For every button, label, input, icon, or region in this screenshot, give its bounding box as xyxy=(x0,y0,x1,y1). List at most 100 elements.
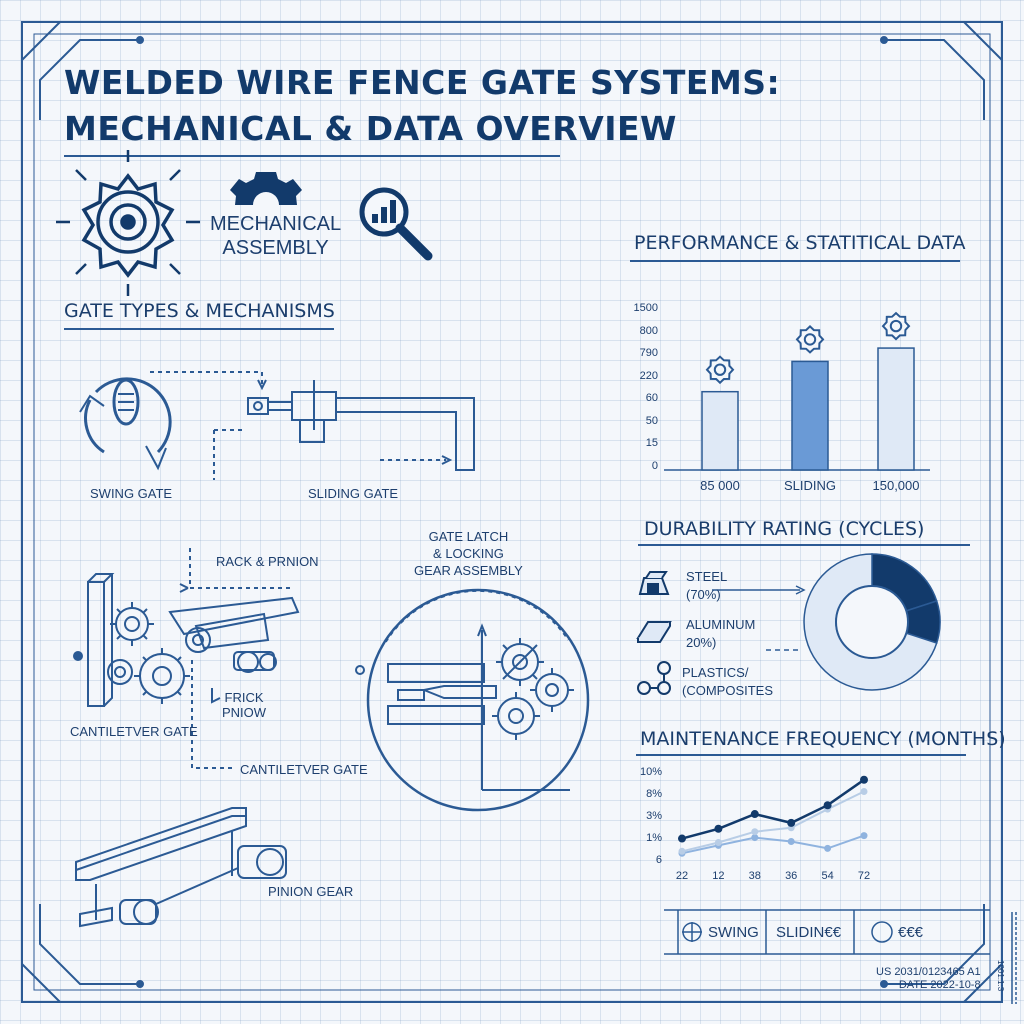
stamp-line-2: DATE 2022-10-8 xyxy=(898,979,981,991)
page-frame xyxy=(21,21,1003,1003)
assembly-label: ASSEMBLY xyxy=(222,237,329,259)
gear-icon xyxy=(492,692,540,740)
line-series-0 xyxy=(681,778,865,840)
line-point-0-5 xyxy=(860,775,868,784)
rack-pinion-label: RACK & PRNION xyxy=(216,554,319,569)
maintenance-underline xyxy=(636,754,966,756)
bar-category-label-2: 150,000 xyxy=(872,478,920,493)
bar-y-tick-0: 1500 xyxy=(633,302,658,314)
bar-y-tick-3: 220 xyxy=(639,369,658,382)
durability-heading: DURABILITY RATING (CYCLES) xyxy=(644,518,925,540)
line-x-tick-2: 38 xyxy=(748,870,761,882)
gate-types-heading: GATE TYPES & MECHANISMS xyxy=(64,300,335,322)
mechanical-assembly-label: MECHANICAL ASSEMBLY xyxy=(210,212,341,260)
line-x-tick-0: 22 xyxy=(675,870,689,882)
bar-chart xyxy=(664,311,930,471)
latch-gear-diagram xyxy=(355,588,590,812)
line-x-tick-3: 36 xyxy=(785,870,798,882)
line-point-2-2 xyxy=(751,834,759,842)
bar-0 xyxy=(701,390,739,471)
latch-label-1: GATE LATCH xyxy=(428,529,509,544)
bar-gear-icon-2-hub xyxy=(889,319,903,333)
aluminum-label-1: ALUMINUM xyxy=(686,617,756,632)
line-series-1 xyxy=(681,790,865,853)
mechanical-label: MECHANICAL xyxy=(210,213,342,235)
gear-icon xyxy=(496,638,544,686)
plastics-icon xyxy=(637,661,671,695)
sliding-gate-label: SLIDING GATE xyxy=(308,486,399,501)
bar-y-tick-4: 60 xyxy=(645,392,658,404)
swing-gate-diagram xyxy=(79,371,267,471)
page-title: WELDED WIRE FENCE GATE SYSTEMS: MECHANIC… xyxy=(64,60,780,152)
latch-label-3: GEAR ASSEMBLY xyxy=(414,563,523,578)
line-point-2-5 xyxy=(860,832,868,840)
line-y-tick-1: 8% xyxy=(646,788,662,800)
cantilever-label-1: CANTILETVER GATE xyxy=(70,724,198,739)
plastics-label: PLASTICS/ (COMPOSITES xyxy=(682,664,773,700)
stamp-line-1: US 2031/0123465 A1 xyxy=(876,966,981,978)
line-point-2-3 xyxy=(787,838,795,845)
gear-icon xyxy=(185,627,211,653)
euro-legend-icon xyxy=(871,921,893,943)
line-y-tick-2: 3% xyxy=(646,810,662,822)
line-point-0-2 xyxy=(750,810,759,819)
legend-swing-label: SWING xyxy=(708,924,759,941)
aluminum-label-2: 20%) xyxy=(686,635,717,650)
durability-underline xyxy=(638,544,970,546)
bar-gear-icon-0 xyxy=(705,355,735,385)
gear-icon xyxy=(230,172,302,218)
line-point-2-4 xyxy=(824,844,832,852)
line-point-0-0 xyxy=(678,834,686,843)
sliding-gate-diagram xyxy=(213,380,475,480)
performance-underline xyxy=(630,260,960,262)
line-point-1-5 xyxy=(860,788,868,796)
steel-label: STEEL (70%) xyxy=(686,568,727,604)
line-chart xyxy=(678,775,868,857)
pinion-gear-diagram xyxy=(75,807,287,928)
steel-label-1: STEEL xyxy=(686,569,728,584)
line-chart-legend xyxy=(664,909,990,955)
title-line-2: MECHANICAL & DATA OVERVIEW xyxy=(64,109,677,148)
gate-types-underline xyxy=(64,328,334,330)
aluminum-icon xyxy=(636,621,672,643)
bar-y-tick-5: 50 xyxy=(645,414,658,427)
gear-icon xyxy=(134,648,190,704)
donut-chart xyxy=(636,553,941,695)
bar-y-tick-7: 0 xyxy=(651,459,658,472)
frick-label-2: PNIOW xyxy=(222,705,267,720)
gear-icon xyxy=(107,659,133,685)
bar-2 xyxy=(877,347,915,471)
latch-label: GATE LATCH & LOCKING GEAR ASSEMBLY xyxy=(414,528,523,579)
bar-y-tick-6: 15 xyxy=(645,437,658,449)
bar-category-label-0: 85 000 xyxy=(700,478,740,493)
stamp-side-text: 1001:1:3 xyxy=(996,960,1005,992)
magnifier-chart-icon xyxy=(359,187,433,261)
legend-sliding-label: SLIDIN€€ xyxy=(776,924,842,941)
line-y-tick-3: 1% xyxy=(646,832,662,844)
steel-label-2: (70%) xyxy=(686,587,721,602)
pinion-gear-label: PINION GEAR xyxy=(268,884,354,899)
line-point-1-1 xyxy=(714,838,722,846)
line-point-0-4 xyxy=(823,801,832,810)
plastics-label-2: (COMPOSITES xyxy=(682,683,774,698)
bar-y-tick-2: 790 xyxy=(639,347,658,359)
line-y-tick-4: 6 xyxy=(655,854,662,866)
donut-hole xyxy=(835,585,909,659)
durability-steel-arrowhead xyxy=(795,585,806,595)
bar-y-tick-1: 800 xyxy=(639,324,658,337)
bar-1 xyxy=(791,360,829,471)
line-point-0-1 xyxy=(714,824,723,833)
plastics-label-1: PLASTICS/ xyxy=(682,665,749,680)
frick-label-1: FRICK xyxy=(224,690,264,705)
line-point-0-3 xyxy=(787,818,796,827)
swing-legend-icon xyxy=(682,922,702,942)
bar-gear-icon-0-hub xyxy=(713,363,727,376)
swing-gate-label: SWING GATE xyxy=(90,486,173,501)
line-y-tick-0: 10% xyxy=(639,766,662,778)
line-x-tick-5: 72 xyxy=(857,870,871,882)
aluminum-label: ALUMINUM 20%) xyxy=(686,616,755,652)
title-line-1: WELDED WIRE FENCE GATE SYSTEMS: xyxy=(64,63,781,102)
maintenance-heading: MAINTENANCE FREQUENCY (MONTHS) xyxy=(640,728,1006,750)
line-series-2 xyxy=(681,834,865,855)
